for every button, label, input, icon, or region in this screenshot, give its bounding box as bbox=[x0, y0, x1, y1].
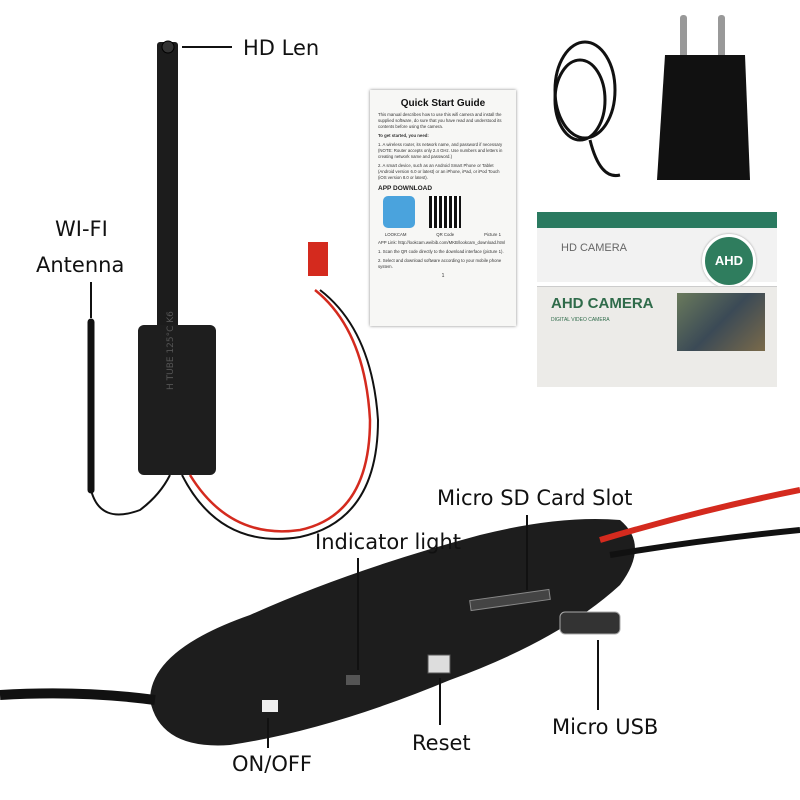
box-photo-collage bbox=[677, 293, 765, 351]
board-red-wire bbox=[599, 487, 800, 543]
module-print: H TUBE 125°C K6 bbox=[166, 311, 176, 390]
manual-page-number: 1 bbox=[441, 273, 445, 279]
label-micro-sd-slot: Micro SD Card Slot bbox=[437, 486, 633, 510]
lookcam-app-icon bbox=[383, 196, 415, 228]
caption-picture: Picture 1 bbox=[484, 232, 502, 237]
main-cable bbox=[0, 688, 156, 705]
antenna-cable bbox=[90, 474, 171, 516]
wifi-module bbox=[138, 325, 216, 475]
label-hd-len: HD Len bbox=[243, 36, 320, 60]
ahd-badge: AHD bbox=[702, 234, 756, 288]
camera-stick bbox=[157, 42, 178, 332]
label-indicator-light: Indicator light bbox=[315, 530, 462, 554]
label-micro-usb: Micro USB bbox=[552, 715, 659, 739]
manual-item2: 2. A smart device, such as an Android Sm… bbox=[378, 163, 500, 180]
manual-app-link: APP Link: http://lookcam.weibib.com/MKB/… bbox=[378, 240, 506, 245]
manual-app-heading: APP DOWNLOAD bbox=[378, 185, 433, 192]
manual-step1: 1. Scan the QR code directly to the down… bbox=[378, 249, 504, 254]
label-antenna: Antenna bbox=[36, 253, 125, 277]
reset-button bbox=[427, 654, 451, 674]
caption-qr: QR Code bbox=[436, 232, 455, 237]
quick-start-guide: Quick Start Guide This manual describes … bbox=[370, 90, 516, 326]
caption-lookcam: LOOKCAM bbox=[384, 232, 407, 237]
indicator-light bbox=[346, 675, 360, 685]
box-front-title: AHD CAMERA bbox=[551, 295, 654, 312]
box-top-title: HD CAMERA bbox=[561, 242, 628, 254]
manual-intro: This manual describes how to use this wi… bbox=[378, 112, 502, 129]
jst-connector bbox=[308, 242, 328, 276]
platform-icons bbox=[475, 196, 503, 228]
box-top: HD CAMERA AHD bbox=[537, 212, 777, 288]
callout-lines bbox=[267, 515, 599, 748]
micro-sd-slot bbox=[469, 588, 551, 612]
label-wifi: WI-FI bbox=[55, 217, 108, 241]
manual-item1: 1. A wireless router, its network name, … bbox=[378, 142, 503, 159]
manual-need-heading: To get started, you need: bbox=[378, 133, 429, 138]
red-wire bbox=[188, 289, 372, 533]
camera-box: HD CAMERA AHD AHD CAMERA DIGITAL VIDEO C… bbox=[537, 212, 777, 387]
camera-board bbox=[150, 519, 635, 746]
label-on-off: ON/OFF bbox=[232, 752, 313, 776]
box-front: AHD CAMERA DIGITAL VIDEO CAMERA bbox=[537, 286, 777, 387]
on-off-switch bbox=[262, 700, 278, 712]
usb-cable bbox=[553, 40, 621, 178]
black-wire bbox=[181, 289, 380, 540]
board-black-wire bbox=[609, 527, 800, 558]
hd-lens bbox=[161, 40, 175, 54]
eu-charger bbox=[657, 15, 750, 180]
manual-title: Quick Start Guide bbox=[400, 98, 486, 109]
micro-usb-port bbox=[559, 611, 621, 635]
manual-step2: 2. Select and download software accordin… bbox=[378, 258, 502, 269]
label-reset: Reset bbox=[412, 731, 471, 755]
qr-code bbox=[429, 196, 461, 228]
box-front-subtitle: DIGITAL VIDEO CAMERA bbox=[551, 317, 610, 323]
